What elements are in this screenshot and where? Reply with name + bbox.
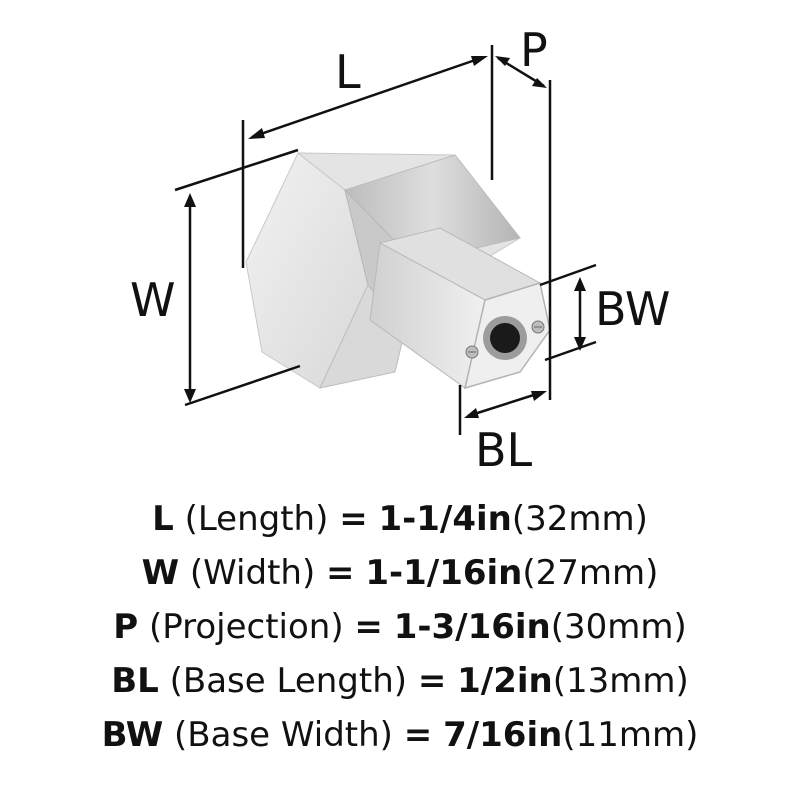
- spec-metric-value: (30mm): [550, 607, 687, 647]
- projection-label: P: [520, 23, 548, 77]
- spec-equals: =: [417, 661, 447, 701]
- base-length-label: BL: [475, 423, 533, 470]
- dimension-arrowheads: [184, 56, 586, 418]
- spec-imperial-value: 1/2in: [457, 661, 553, 701]
- spec-row-length: L (Length) = 1-1/4in(32mm): [0, 492, 800, 546]
- length-dimension-line: [251, 55, 485, 139]
- spec-equals: =: [326, 553, 355, 593]
- length-label: L: [335, 45, 361, 99]
- spec-imperial-value: 7/16in: [443, 715, 563, 755]
- knob-dimension-diagram: L P W BW BL: [130, 23, 670, 470]
- spec-abbr: P: [113, 607, 139, 647]
- spec-row-projection: P (Projection) = 1-3/16in(30mm): [0, 600, 800, 654]
- width-extension-bottom: [184, 364, 301, 407]
- spec-name: (Base Width): [174, 715, 393, 755]
- spec-imperial-value: 1-3/16in: [393, 607, 551, 647]
- width-extension-top: [174, 148, 299, 192]
- knob-illustration: [245, 152, 551, 390]
- spec-metric-value: (11mm): [562, 715, 699, 755]
- base-length-dimension-line: [467, 390, 544, 418]
- spec-abbr: BL: [111, 661, 159, 701]
- spec-name: (Projection): [148, 607, 344, 647]
- spec-equals: =: [354, 607, 383, 647]
- spec-abbr: W: [141, 553, 180, 593]
- spec-equals: =: [339, 499, 368, 539]
- spec-name: (Base Length): [169, 661, 408, 701]
- spec-abbr: BW: [101, 715, 164, 755]
- base-width-extension-bottom: [544, 340, 597, 362]
- spec-row-base-length: BL (Base Length) = 1/2in(13mm): [0, 654, 800, 708]
- dimension-spec-list: L (Length) = 1-1/4in(32mm) W (Width) = 1…: [0, 492, 800, 762]
- spec-row-width: W (Width) = 1-1/16in(27mm): [0, 546, 800, 600]
- spec-metric-value: (27mm): [522, 553, 659, 593]
- spec-imperial-value: 1-1/4in: [378, 499, 512, 539]
- base-width-extension-top: [539, 263, 597, 287]
- base-width-label: BW: [595, 282, 670, 336]
- spec-metric-value: (13mm): [552, 661, 689, 701]
- spec-imperial-value: 1-1/16in: [365, 553, 523, 593]
- spec-name: (Width): [189, 553, 316, 593]
- spec-equals: =: [403, 715, 433, 755]
- width-label: W: [130, 273, 175, 327]
- spec-name: (Length): [184, 499, 329, 539]
- spec-row-base-width: BW (Base Width) = 7/16in(11mm): [0, 708, 800, 762]
- spec-metric-value: (32mm): [511, 499, 648, 539]
- spec-abbr: L: [152, 499, 174, 539]
- dimension-lines: [174, 45, 597, 435]
